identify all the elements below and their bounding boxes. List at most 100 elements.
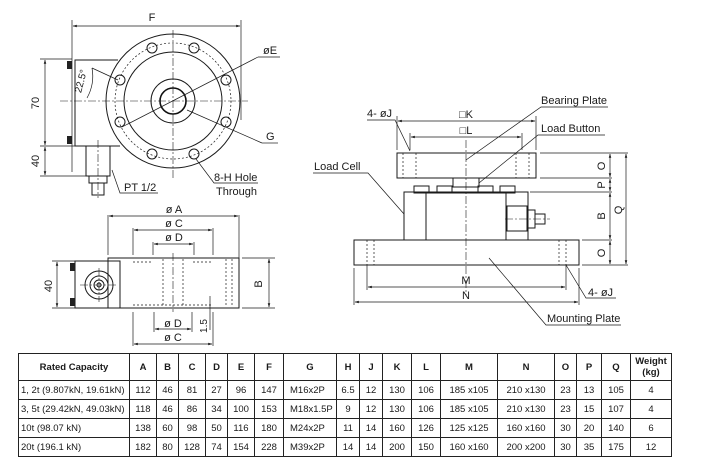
cell-n: 210 x130: [497, 380, 555, 400]
cell-l: 106: [411, 380, 441, 400]
port-label: PT 1/2: [124, 182, 156, 194]
cell-b: 46: [156, 380, 179, 400]
spec-table-header: Rated Capacity A B C D E F G H J K L M N…: [18, 353, 672, 381]
cell-k: 130: [382, 399, 412, 419]
dim-d-bottom-label: ø D: [164, 318, 182, 330]
side-dim-b-label: B: [253, 280, 265, 287]
cell-c: 81: [178, 380, 206, 400]
header-rated-capacity: Rated Capacity: [18, 353, 130, 381]
cell-q: 107: [601, 399, 631, 419]
cell-p: 20: [576, 418, 602, 438]
cell-d: 27: [205, 380, 228, 400]
cell-k: 130: [382, 380, 412, 400]
holes-top-label: 4- øJ: [367, 108, 392, 120]
cell-d: 74: [205, 437, 228, 457]
header-l: L: [411, 353, 441, 381]
cell-rated-capacity: 1, 2t (9.807kN, 19.61kN): [18, 380, 130, 400]
cell-k: 160: [382, 418, 412, 438]
header-d: D: [205, 353, 228, 381]
cell-e: 154: [227, 437, 255, 457]
dim-c-bottom-label: ø C: [164, 332, 182, 344]
cell-l: 150: [411, 437, 441, 457]
dim-q-label: Q: [613, 205, 625, 214]
mounting-plate-label: Mounting Plate: [547, 313, 620, 325]
cell-rated-capacity: 20t (196.1 kN): [18, 437, 130, 457]
cell-m: 160 x160: [440, 437, 498, 457]
header-e: E: [227, 353, 255, 381]
dim-b-asm-label: B: [596, 212, 608, 219]
header-j: J: [359, 353, 383, 381]
cell-j: 14: [359, 437, 383, 457]
cell-n: 160 x160: [497, 418, 555, 438]
dim-m-label: M: [461, 275, 470, 287]
cell-c: 98: [178, 418, 206, 438]
cell-n: 210 x130: [497, 399, 555, 419]
cell-o: 30: [554, 418, 577, 438]
cell-h: 11: [336, 418, 360, 438]
cell-rated-capacity: 10t (98.07 kN): [18, 418, 130, 438]
cell-b: 46: [156, 399, 179, 419]
header-q: Q: [601, 353, 631, 381]
cell-d: 50: [205, 418, 228, 438]
dim-g-label: G: [266, 131, 275, 143]
bolt-holes: [114, 42, 232, 160]
cell-c: 128: [178, 437, 206, 457]
dim-o-bottom-label: O: [596, 248, 608, 257]
cell-e: 96: [227, 380, 255, 400]
cell-p: 35: [576, 437, 602, 457]
dim-l-label: □L: [460, 125, 473, 137]
header-n: N: [497, 353, 555, 381]
cell-o: 23: [554, 380, 577, 400]
cell-l: 106: [411, 399, 441, 419]
cell-p: 15: [576, 399, 602, 419]
technical-drawing: F 70 40 22.5°: [30, 12, 628, 346]
holes-label-line1: 8-H Hole: [214, 172, 257, 184]
cell-g: M39x2P: [283, 437, 337, 457]
dim-o-top-label: O: [596, 161, 608, 170]
cell-g: M18x1.5P: [283, 399, 337, 419]
cell-e: 116: [227, 418, 255, 438]
header-c: C: [178, 353, 206, 381]
cell-a: 118: [129, 399, 157, 419]
cell-h: 14: [336, 437, 360, 457]
cell-g: M24x2P: [283, 418, 337, 438]
side-dim-40-label: 40: [43, 280, 55, 292]
bearing-plate-label: Bearing Plate: [541, 95, 607, 107]
cell-q: 140: [601, 418, 631, 438]
cell-h: 6.5: [336, 380, 360, 400]
bearing-plate: [396, 152, 537, 179]
holes-bottom-label: 4- øJ: [588, 287, 613, 299]
dim-k-label: □K: [459, 109, 474, 121]
side-view: ø A ø C ø D 40 B: [43, 204, 275, 346]
dim-a-label: ø A: [166, 204, 183, 216]
cell-a: 112: [129, 380, 157, 400]
top-view: F 70 40 22.5°: [30, 12, 280, 198]
cell-f: 147: [254, 380, 284, 400]
cell-a: 182: [129, 437, 157, 457]
cell-h: 9: [336, 399, 360, 419]
cell-p: 13: [576, 380, 602, 400]
header-f: F: [254, 353, 284, 381]
header-p: P: [576, 353, 602, 381]
dim-n-label: N: [462, 290, 470, 302]
dim-c-top-label: ø C: [165, 218, 183, 230]
header-weight: Weight(kg): [630, 353, 672, 381]
cell-weight: 4: [630, 380, 672, 400]
cell-k: 200: [382, 437, 412, 457]
cell-n: 200 x200: [497, 437, 555, 457]
cell-m: 185 x105: [440, 399, 498, 419]
mounting-plate: [353, 239, 580, 266]
cell-f: 180: [254, 418, 284, 438]
cell-o: 30: [554, 437, 577, 457]
cell-q: 105: [601, 380, 631, 400]
cell-weight: 6: [630, 418, 672, 438]
cell-m: 185 x105: [440, 380, 498, 400]
cell-d: 34: [205, 399, 228, 419]
header-m: M: [440, 353, 498, 381]
cell-c: 86: [178, 399, 206, 419]
header-b: B: [156, 353, 179, 381]
dim-p-label: P: [596, 181, 608, 188]
dim-40-label: 40: [30, 155, 42, 167]
